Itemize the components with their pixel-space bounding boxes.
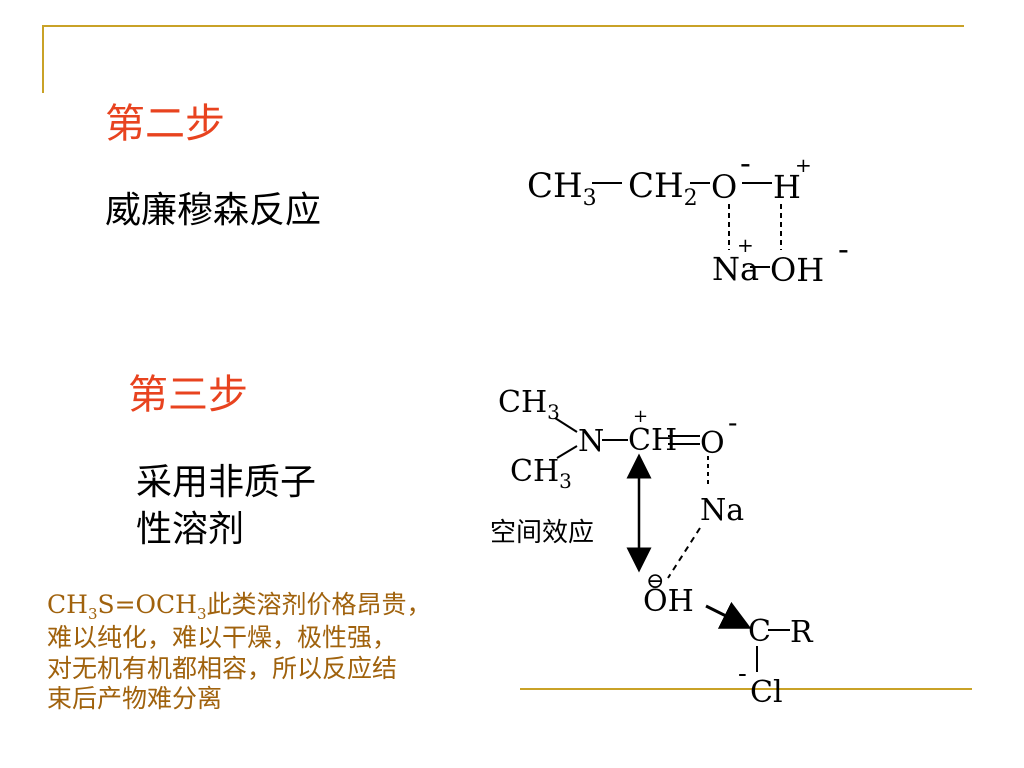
note-line-2: 难以纯化，难以干燥，极性强， bbox=[47, 623, 398, 653]
dashed-na-oh bbox=[667, 527, 701, 579]
top-rule bbox=[42, 25, 964, 27]
note-line-3: 对无机有机都相容，所以反应结 bbox=[47, 653, 398, 683]
chlorine-label: Cl bbox=[750, 675, 783, 710]
bond-ch3-n-top bbox=[554, 417, 578, 433]
hydroxide-label: OH bbox=[770, 251, 824, 289]
step3-body-line2: 性溶剂 bbox=[136, 509, 245, 550]
step2-heading: 第二步 bbox=[105, 101, 225, 147]
solvent-note: CH3S=OCH3此类溶剂价格昂贵， 难以纯化，难以干燥，极性强， 对无机有机都… bbox=[47, 590, 432, 715]
bottom-rule bbox=[520, 688, 972, 690]
note-line-1: CH3S=OCH3此类溶剂价格昂贵， bbox=[47, 590, 432, 623]
left-rule bbox=[42, 25, 44, 93]
attack-arrow bbox=[705, 601, 752, 629]
aprotic-structure: CH3 CH3 N CH + O - Na 空间效应 OH ⊖ C R Cl - bbox=[490, 385, 814, 710]
ch-label: CH bbox=[628, 423, 677, 458]
bond-ch3-n-bottom bbox=[556, 445, 578, 459]
ch3-label: CH3 bbox=[527, 166, 597, 211]
hydroxide-label-2: OH bbox=[643, 584, 694, 619]
step3-body-line1: 采用非质子 bbox=[136, 462, 317, 503]
hydrogen-charge: + bbox=[795, 153, 812, 177]
sodium-charge: + bbox=[737, 233, 754, 257]
ch-charge: + bbox=[633, 406, 648, 427]
hydrogen-label: H bbox=[773, 168, 801, 206]
step2-body: 威廉穆森反应 bbox=[105, 190, 322, 231]
williamson-structure: CH3 CH2 O - H + Na + OH - bbox=[527, 144, 849, 289]
sodium-label: Na bbox=[712, 250, 759, 288]
carbon-label: C bbox=[748, 614, 771, 649]
r-group-label: R bbox=[790, 615, 814, 650]
chlorine-charge: - bbox=[738, 659, 747, 689]
oxygen-charge-2: - bbox=[728, 406, 737, 439]
hydroxide-charge-2: ⊖ bbox=[646, 569, 664, 594]
steric-label: 空间效应 bbox=[490, 518, 594, 548]
oxygen-label: O bbox=[711, 168, 737, 206]
oxygen-charge: - bbox=[740, 144, 751, 182]
ch3-bottom-label: CH3 bbox=[510, 454, 572, 493]
hydroxide-charge: - bbox=[838, 230, 849, 268]
nitrogen-label: N bbox=[578, 424, 604, 459]
note-line-4: 束后产物难分离 bbox=[47, 684, 223, 714]
oxygen-label-2: O bbox=[700, 426, 725, 461]
ch3-top-label: CH3 bbox=[498, 385, 560, 424]
step3-heading: 第三步 bbox=[128, 372, 248, 418]
ch2-label: CH2 bbox=[628, 166, 698, 211]
sodium-label-2: Na bbox=[700, 493, 744, 528]
